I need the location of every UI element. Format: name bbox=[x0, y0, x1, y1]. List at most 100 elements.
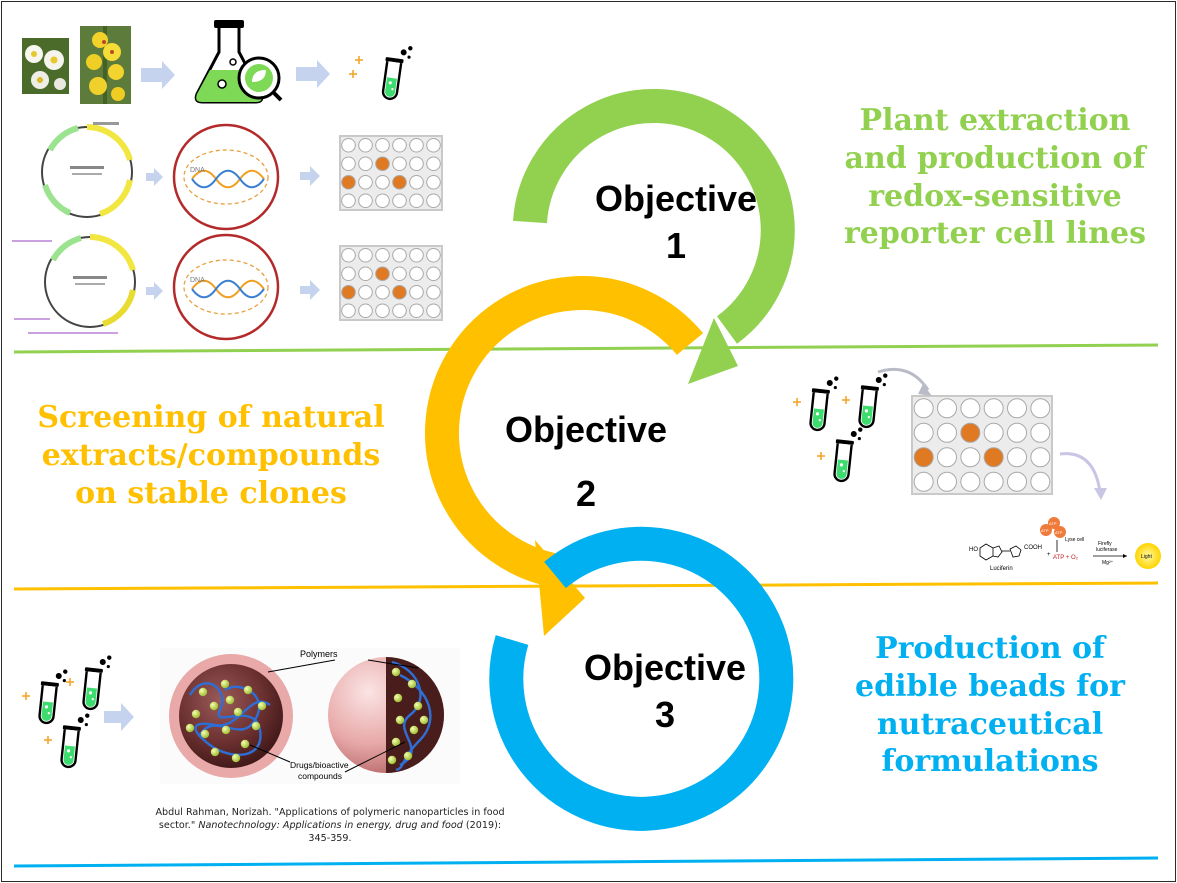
well bbox=[409, 156, 424, 172]
arrow-right-icon bbox=[296, 60, 330, 88]
well bbox=[341, 137, 356, 153]
objective-1-label: Objective 1 bbox=[560, 176, 792, 270]
objective-2-loop bbox=[424, 276, 704, 588]
well bbox=[426, 156, 441, 172]
well bbox=[1030, 398, 1051, 419]
bioactive-bead bbox=[409, 725, 419, 735]
well bbox=[937, 471, 957, 492]
well bbox=[426, 266, 441, 282]
well bbox=[358, 137, 373, 153]
drugs-label: Drugs/bioactive bbox=[290, 760, 349, 770]
arrow-right-icon bbox=[141, 61, 175, 89]
lyse-cell-label: Lyse cell bbox=[1065, 537, 1084, 543]
separator-line-green bbox=[13, 343, 1159, 354]
goal-3-line: formulations bbox=[881, 744, 1099, 780]
well bbox=[426, 137, 441, 153]
well bbox=[375, 137, 390, 153]
citation-authors: Abdul Rahman, Norizah. "Applications of … bbox=[155, 807, 505, 831]
goal-3-line: Production of bbox=[875, 631, 1105, 666]
bioactive-bead bbox=[225, 695, 235, 705]
objective-3-word: Objective bbox=[583, 647, 747, 688]
flask-leaf-icon bbox=[194, 20, 283, 104]
bioactive-bead bbox=[243, 685, 253, 695]
well bbox=[358, 156, 373, 172]
bioactive-bead bbox=[387, 755, 397, 765]
well bbox=[426, 247, 441, 263]
objective-1-goal: Plant extraction and production of redox… bbox=[820, 102, 1170, 253]
goal-3-line: nutraceutical bbox=[876, 706, 1104, 742]
well bbox=[913, 398, 934, 419]
objective-1-loop bbox=[513, 88, 795, 344]
bioactive-bead bbox=[233, 707, 243, 717]
ho-label: HO bbox=[969, 547, 978, 553]
bioactive-bead bbox=[403, 751, 413, 761]
bioactive-bead bbox=[198, 687, 208, 697]
separator-line-blue bbox=[13, 856, 1159, 868]
well bbox=[358, 284, 373, 300]
bioactive-bead bbox=[413, 701, 423, 711]
objective-2-number: 2 bbox=[575, 473, 597, 515]
objective-3-loop bbox=[489, 526, 794, 831]
well bbox=[409, 174, 424, 190]
bioactive-bead bbox=[391, 737, 401, 747]
objective-3-number: 3 bbox=[654, 693, 676, 735]
goal-1-line: Plant extraction bbox=[859, 103, 1131, 138]
test-tube-icon bbox=[57, 709, 91, 770]
well bbox=[392, 266, 407, 282]
sparkle-icon bbox=[348, 69, 358, 79]
objective-3-label: Objective 3 bbox=[549, 645, 781, 739]
bioactive-bead bbox=[221, 725, 231, 735]
bioactive-bead bbox=[257, 701, 267, 711]
objective-1-arrowhead bbox=[688, 318, 738, 384]
well-hit bbox=[375, 156, 390, 172]
well-hit bbox=[960, 422, 981, 443]
well bbox=[937, 422, 957, 443]
well-hit bbox=[341, 174, 356, 190]
well bbox=[409, 284, 424, 300]
well bbox=[913, 422, 934, 443]
well-plate-icon-3 bbox=[911, 395, 1053, 495]
atp-label: ATP bbox=[1041, 528, 1049, 533]
objective-1-word: Objective bbox=[594, 178, 758, 219]
well bbox=[937, 398, 957, 419]
well bbox=[1007, 422, 1027, 443]
well bbox=[1007, 471, 1027, 492]
test-tube-icon bbox=[806, 372, 840, 433]
arrow-right-icon bbox=[104, 703, 134, 731]
well bbox=[375, 174, 390, 190]
well bbox=[426, 284, 441, 300]
bioactive-bead bbox=[191, 709, 201, 719]
citation-pages: (2019): 345-359. bbox=[308, 820, 502, 844]
bioactive-bead bbox=[210, 747, 220, 757]
atp-o2-label: ATP + O₂ bbox=[1053, 555, 1079, 561]
bioactive-bead bbox=[395, 715, 405, 725]
well bbox=[983, 398, 1004, 419]
plasmid-map-2 bbox=[12, 234, 136, 334]
well bbox=[960, 447, 981, 468]
well bbox=[358, 174, 373, 190]
well bbox=[392, 193, 407, 209]
cooh-label: COOH bbox=[1024, 545, 1042, 551]
well bbox=[358, 266, 373, 282]
well bbox=[960, 398, 981, 419]
well bbox=[392, 303, 407, 319]
bioactive-bead bbox=[251, 721, 261, 731]
well bbox=[392, 156, 407, 172]
bioactive-bead bbox=[231, 753, 241, 763]
well-plate-icon-2 bbox=[339, 245, 443, 321]
curved-arrow-head bbox=[1094, 488, 1107, 500]
well bbox=[1007, 447, 1027, 468]
well-hit bbox=[983, 447, 1004, 468]
luciferin-label: Luciferin bbox=[990, 566, 1013, 572]
separator-line-yellow bbox=[13, 581, 1159, 591]
citation: Abdul Rahman, Norizah. "Applications of … bbox=[150, 806, 510, 845]
sparkle-icon bbox=[354, 55, 364, 65]
well bbox=[409, 137, 424, 153]
well bbox=[983, 422, 1004, 443]
light-label: Light bbox=[1141, 554, 1152, 560]
well bbox=[409, 303, 424, 319]
bioactive-bead bbox=[393, 693, 403, 703]
cell-dna-icon-1: DNA bbox=[172, 123, 280, 231]
goal-1-line: reporter cell lines bbox=[843, 216, 1147, 252]
luciferase-label: luciferase bbox=[1096, 547, 1118, 553]
